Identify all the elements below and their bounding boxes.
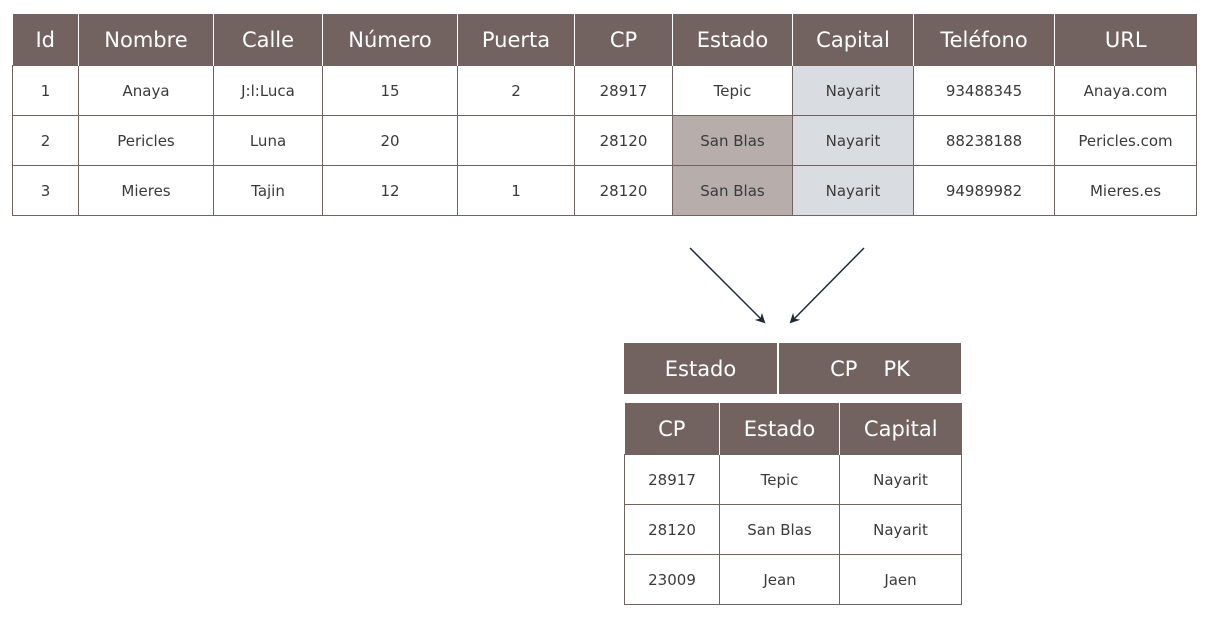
cell-nombre: Pericles	[78, 115, 214, 166]
table-row: 1 Anaya J:l:Luca 15 2 28917 Tepic Nayari…	[12, 65, 1197, 116]
main-table-header-row: Id Nombre Calle Número Puerta CP Estado …	[12, 14, 1197, 66]
cell-telefono: 94989982	[913, 165, 1055, 216]
arrow-right	[789, 247, 865, 324]
cell-estado: San Blas	[672, 115, 793, 166]
cell-numero: 15	[322, 65, 458, 116]
table-row: 2 Pericles Luna 20 28120 San Blas Nayari…	[12, 115, 1197, 166]
sub-cell-capital: Jaen	[839, 554, 962, 605]
sub-table-header-row: CP Estado Capital	[624, 403, 962, 455]
cell-id: 1	[12, 65, 79, 116]
table-row: 28917 Tepic Nayarit	[624, 454, 962, 505]
cell-calle: Luna	[213, 115, 323, 166]
cell-capital: Nayarit	[792, 165, 914, 216]
sub-cell-capital: Nayarit	[839, 504, 962, 555]
sub-cell-estado: Tepic	[719, 454, 840, 505]
cell-id: 2	[12, 115, 79, 166]
sub-cell-cp: 23009	[624, 554, 720, 605]
table-row: 23009 Jean Jaen	[624, 554, 962, 605]
header-capital: Capital	[792, 14, 914, 66]
key-box-estado: Estado	[624, 343, 779, 394]
sub-cell-capital: Nayarit	[839, 454, 962, 505]
header-estado: Estado	[672, 14, 793, 66]
sub-table: CP Estado Capital 28917 Tepic Nayarit 28…	[624, 403, 962, 605]
sub-cell-cp: 28917	[624, 454, 720, 505]
cell-calle: J:l:Luca	[213, 65, 323, 116]
key-box-cp-pk: CP PK	[779, 343, 961, 394]
header-calle: Calle	[213, 14, 323, 66]
cell-url: Pericles.com	[1054, 115, 1197, 166]
cell-capital: Nayarit	[792, 65, 914, 116]
cell-calle: Tajin	[213, 165, 323, 216]
cell-url: Anaya.com	[1054, 65, 1197, 116]
header-cp: CP	[574, 14, 673, 66]
cell-cp: 28120	[574, 115, 673, 166]
sub-cell-cp: 28120	[624, 504, 720, 555]
cell-cp: 28120	[574, 165, 673, 216]
sub-header-estado: Estado	[719, 403, 840, 455]
cell-puerta: 2	[457, 65, 575, 116]
pk-label: PK	[883, 356, 910, 381]
sub-cell-estado: San Blas	[719, 504, 840, 555]
cell-id: 3	[12, 165, 79, 216]
cell-puerta: 1	[457, 165, 575, 216]
header-telefono: Teléfono	[913, 14, 1055, 66]
header-numero: Número	[322, 14, 458, 66]
key-box-cp: CP	[830, 356, 858, 381]
table-row: 3 Mieres Tajin 12 1 28120 San Blas Nayar…	[12, 165, 1197, 216]
key-box: Estado CP PK	[624, 343, 961, 394]
header-url: URL	[1054, 14, 1197, 66]
sub-header-capital: Capital	[839, 403, 962, 455]
cell-numero: 20	[322, 115, 458, 166]
sub-header-cp: CP	[624, 403, 720, 455]
cell-url: Mieres.es	[1054, 165, 1197, 216]
cell-telefono: 88238188	[913, 115, 1055, 166]
cell-telefono: 93488345	[913, 65, 1055, 116]
cell-numero: 12	[322, 165, 458, 216]
sub-cell-estado: Jean	[719, 554, 840, 605]
header-id: Id	[12, 14, 79, 66]
cell-nombre: Anaya	[78, 65, 214, 116]
arrow-left	[689, 247, 766, 324]
table-row: 28120 San Blas Nayarit	[624, 504, 962, 555]
cell-estado: Tepic	[672, 65, 793, 116]
header-puerta: Puerta	[457, 14, 575, 66]
cell-nombre: Mieres	[78, 165, 214, 216]
main-table: Id Nombre Calle Número Puerta CP Estado …	[12, 14, 1197, 216]
cell-estado: San Blas	[672, 165, 793, 216]
